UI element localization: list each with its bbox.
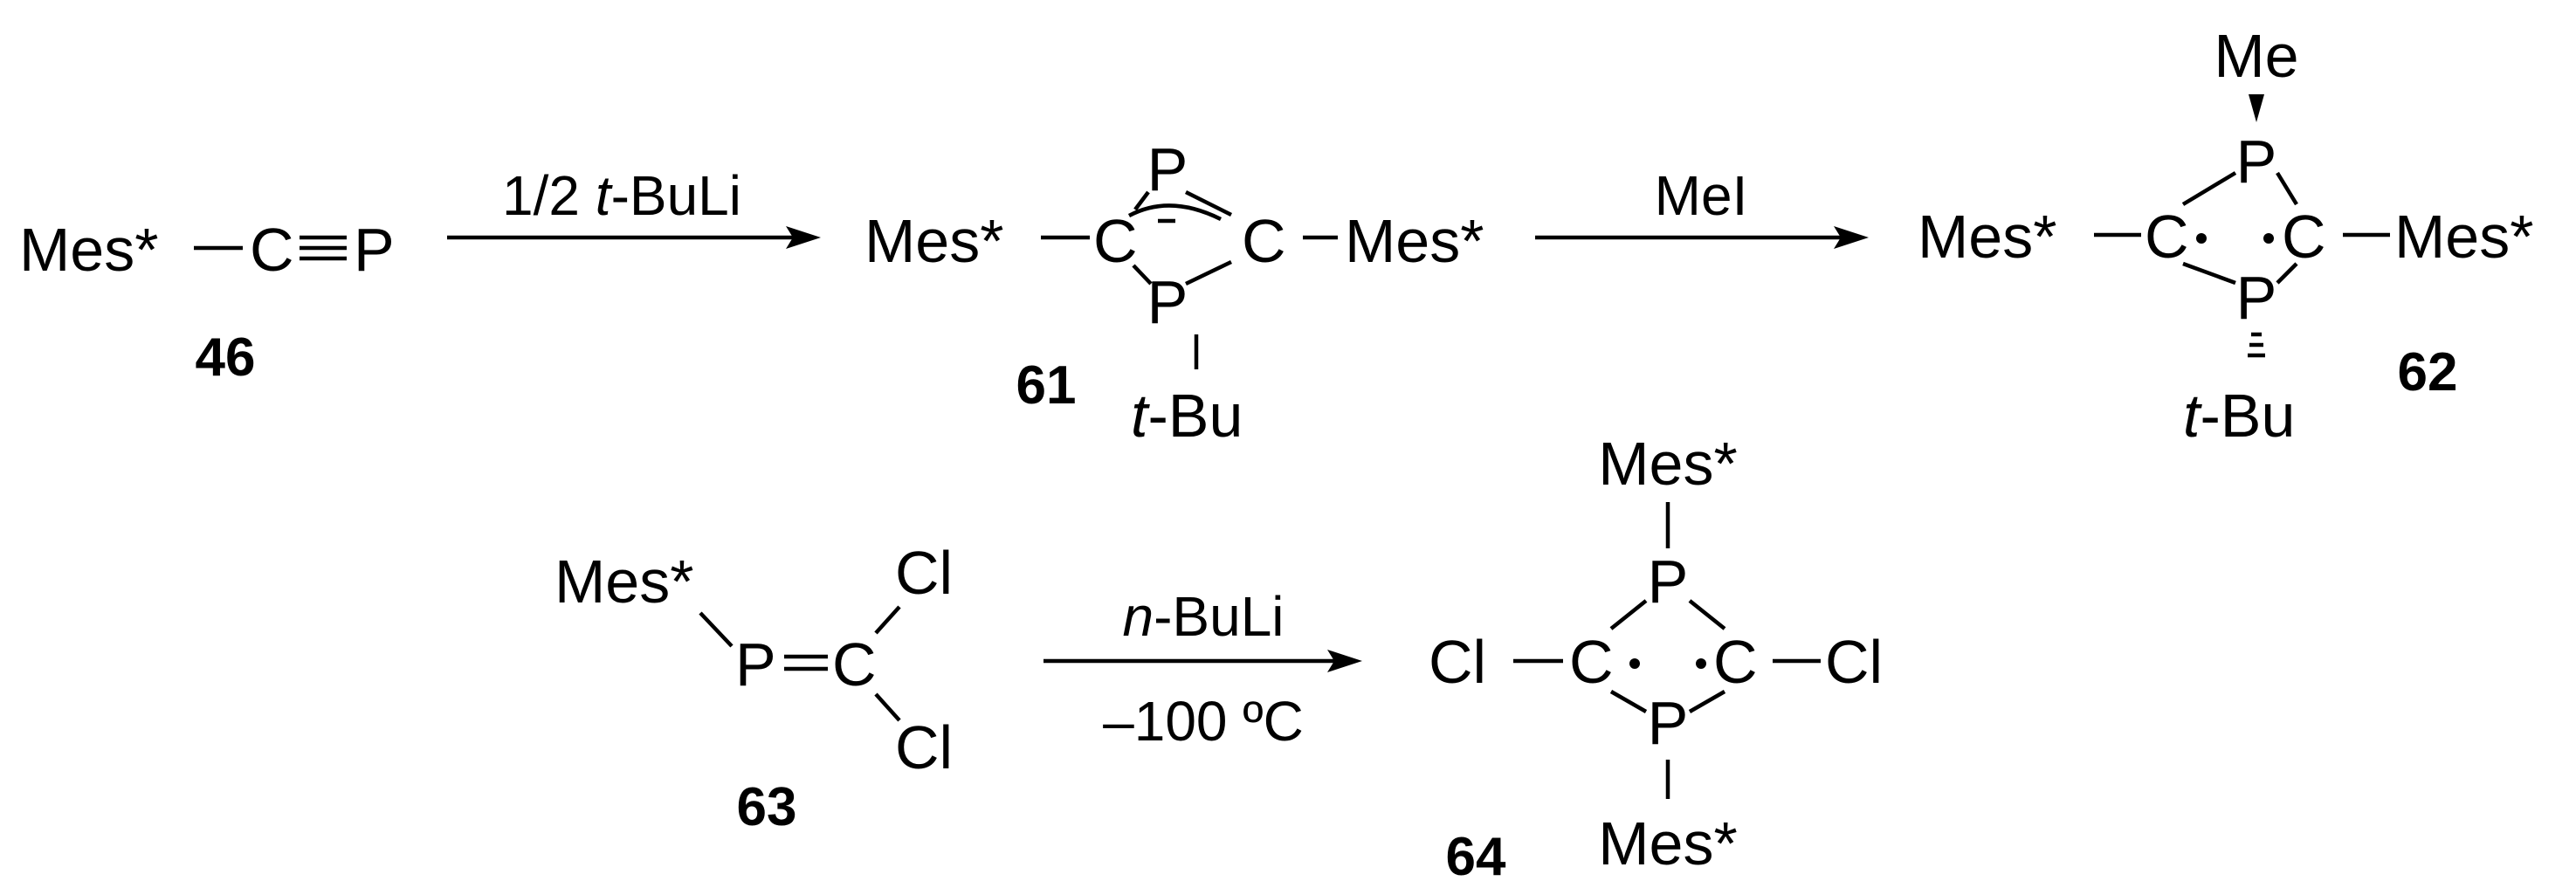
- reaction-arrow-2: MeI: [1535, 164, 1869, 249]
- mes-star-left-61: Mes*: [864, 207, 1003, 275]
- ring-bond-p-c-top-right-62: [2276, 171, 2298, 206]
- carbon-46: C: [250, 216, 294, 284]
- phosphorus-63: P: [735, 630, 776, 699]
- carbon-left-64: C: [1569, 628, 1614, 696]
- carbon-right-62: C: [2282, 203, 2326, 271]
- delocalized-arc-61: [1127, 203, 1223, 222]
- mes-star-top-64: Mes*: [1598, 430, 1737, 498]
- radical-dot-left-64: [1629, 658, 1640, 669]
- phosphorus-top-62: P: [2236, 127, 2277, 196]
- chlorine-bottom-63: Cl: [895, 713, 953, 781]
- arrow-3-condition: –100 ºC: [1103, 690, 1304, 753]
- carbon-right-61: C: [1242, 207, 1286, 275]
- compound-64: Mes* P Cl C C Cl P Mes* 64: [1429, 430, 1883, 887]
- arrow-1-head: [786, 226, 821, 249]
- carbon-63: C: [832, 630, 877, 699]
- carbon-left-61: C: [1093, 207, 1138, 275]
- ring-bond-c-p-bottom-left-61: [1132, 264, 1153, 286]
- phosphorus-top-61: P: [1147, 135, 1188, 203]
- phosphorus-bottom-64: P: [1648, 689, 1689, 757]
- phosphorus-bottom-61: P: [1147, 268, 1188, 336]
- arrow-3-reagent: n-BuLi: [1123, 585, 1285, 648]
- arrow-3-head: [1327, 650, 1362, 672]
- arrow-2-head: [1834, 226, 1869, 249]
- reaction-arrow-3: n-BuLi –100 ºC: [1043, 585, 1362, 753]
- compound-label-61: 61: [1016, 355, 1077, 416]
- ring-bond-c-p-bottom-left-62: [2182, 261, 2236, 286]
- phosphorus-top-64: P: [1648, 547, 1689, 616]
- tbu-61: t-Bu: [1131, 382, 1243, 450]
- compound-62: Mes* C P C P Mes* Me t-Bu 62: [1918, 22, 2533, 450]
- mes-star-right-62: Mes*: [2394, 203, 2533, 271]
- phosphorus-bottom-62: P: [2236, 264, 2277, 332]
- methyl-62: Me: [2214, 22, 2298, 90]
- reaction-arrow-1: 1/2 t-BuLi: [447, 164, 821, 249]
- wedge-bond-p-me-62: [2249, 94, 2264, 122]
- mes-star-right-61: Mes*: [1345, 207, 1484, 275]
- ring-bond-c-p-top-left-62: [2181, 171, 2237, 206]
- compound-label-46: 46: [196, 327, 256, 388]
- chlorine-right-64: Cl: [1825, 628, 1883, 696]
- radical-dot-left-62: [2196, 233, 2207, 244]
- ring-bond-p-c-top-right-64: [1688, 599, 1726, 630]
- compound-63: Mes* P C Cl Cl 63: [554, 539, 953, 837]
- carbon-right-64: C: [1713, 628, 1758, 696]
- bond-c-cl-bottom-63: [874, 692, 901, 722]
- radical-dot-right-62: [2263, 233, 2274, 244]
- ring-bond-p-c-bottom-right-62: [2276, 262, 2298, 285]
- tbu-62: t-Bu: [2183, 382, 2295, 450]
- chlorine-top-63: Cl: [895, 539, 953, 607]
- ring-bond-c-p-top-left-61: [1133, 190, 1150, 211]
- ring-bond-p-c-top-right-61: [1184, 189, 1233, 217]
- ring-bond-c-p-bottom-left-64: [1609, 690, 1648, 713]
- arrow-1-reagent: 1/2 t-BuLi: [502, 164, 741, 227]
- radical-dot-right-64: [1696, 658, 1706, 669]
- compound-46: Mes* C P 46: [19, 216, 395, 388]
- chlorine-left-64: Cl: [1429, 628, 1486, 696]
- compound-label-63: 63: [737, 777, 797, 837]
- compound-label-62: 62: [2398, 342, 2458, 403]
- mes-star-63: Mes*: [554, 547, 693, 616]
- ring-bond-c-p-top-left-64: [1609, 599, 1648, 630]
- ring-bond-p-c-bottom-right-64: [1688, 690, 1726, 713]
- arrow-2-reagent: MeI: [1655, 164, 1748, 227]
- bond-c-cl-top-63: [874, 605, 901, 635]
- compound-label-64: 64: [1446, 827, 1506, 887]
- compound-61: Mes* C P C P Mes* t-Bu 61: [864, 135, 1484, 450]
- mes-star-left-62: Mes*: [1918, 203, 2056, 271]
- mes-star-bottom-64: Mes*: [1598, 809, 1737, 878]
- carbon-left-62: C: [2145, 203, 2189, 271]
- bond-mes-p-63: [699, 611, 734, 648]
- phosphorus-46: P: [354, 216, 395, 284]
- ring-bond-p-c-bottom-right-61: [1185, 259, 1232, 286]
- mes-star-46: Mes*: [19, 216, 158, 284]
